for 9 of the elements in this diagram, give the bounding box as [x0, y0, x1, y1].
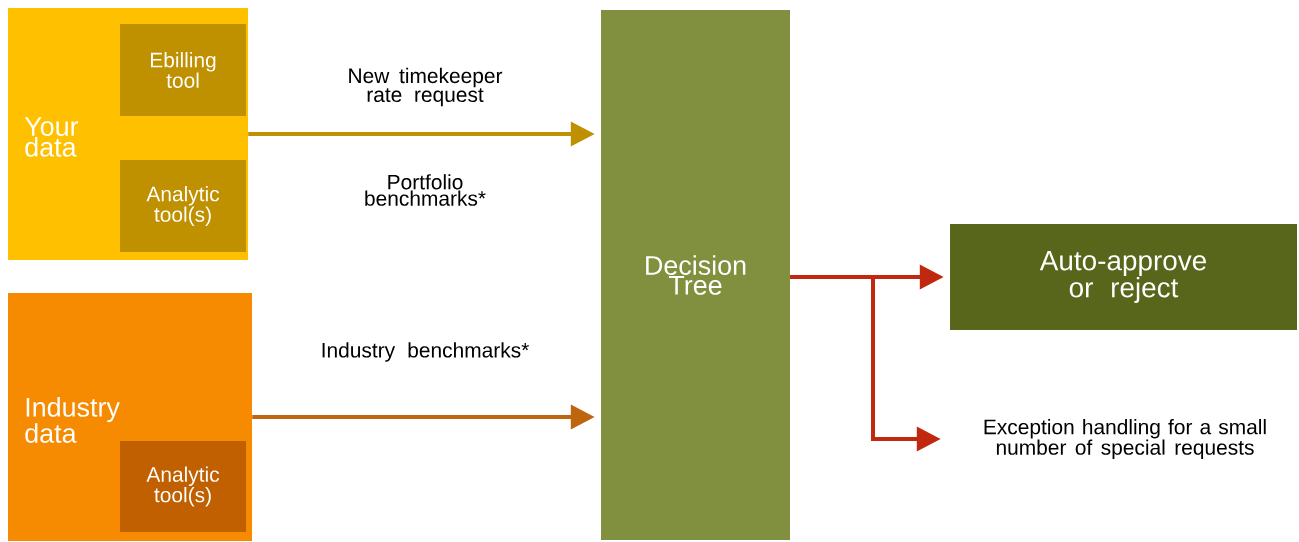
edge-label: New timekeeper rate request: [349, 67, 503, 107]
tool-box: Ebilling tool: [120, 24, 246, 116]
decision-box: Decision Tree: [601, 10, 790, 540]
tool-box: Analytic tool(s): [120, 160, 246, 252]
edge-label: Industry benchmarks*: [322, 342, 529, 362]
label-text: Portfolio benchmarks*: [365, 174, 486, 206]
outcome-box: Auto-approve or reject: [950, 224, 1297, 330]
tool-box: Analytic tool(s): [120, 441, 246, 532]
outcome-text: Exception handling for a small number of special requests: [984, 419, 1266, 459]
